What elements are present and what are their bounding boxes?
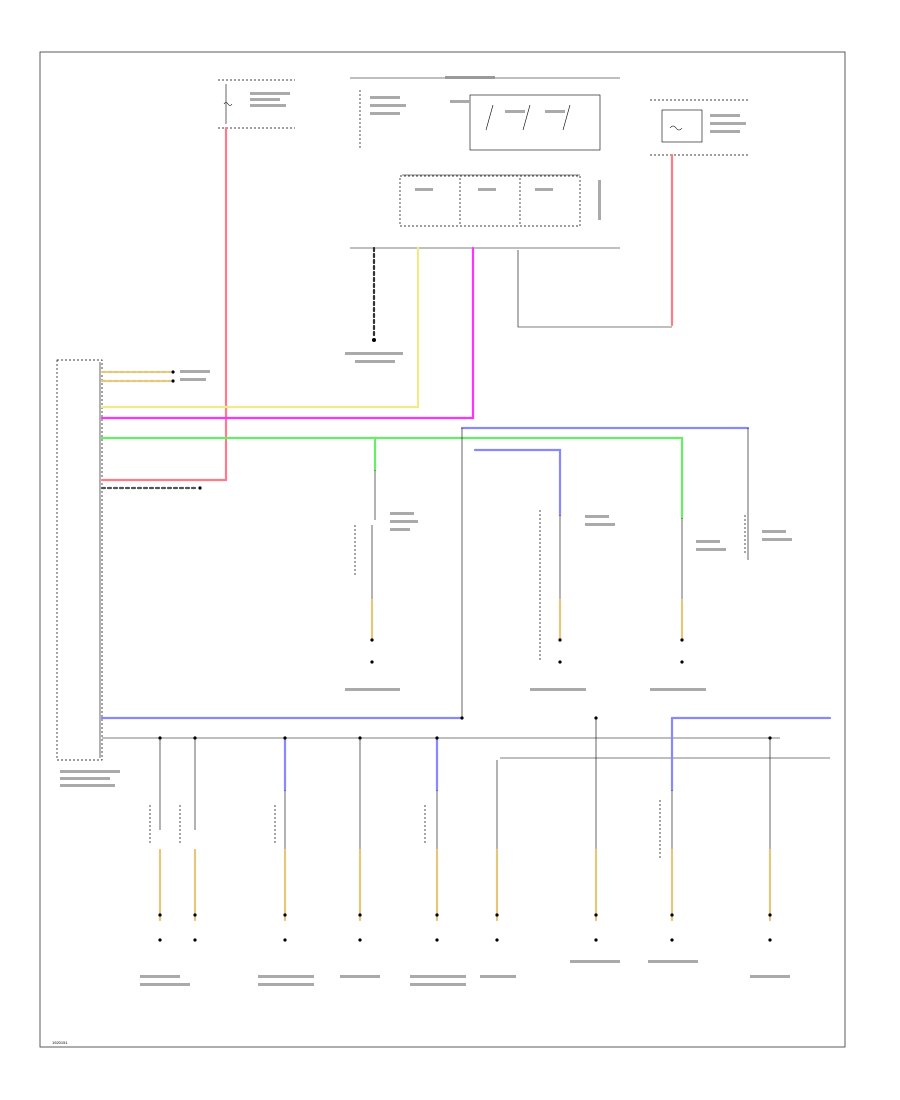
wire-blue-branch xyxy=(473,448,562,517)
wire-yellow xyxy=(100,246,420,409)
diagram-frame xyxy=(39,51,846,1048)
left-control-unit xyxy=(56,359,120,787)
wire-green xyxy=(100,436,684,520)
connector-stubs-top xyxy=(100,370,210,383)
lamp-far-right-upper xyxy=(744,428,792,560)
fuse-block-left xyxy=(218,79,295,129)
lamp-emergency xyxy=(345,470,418,691)
control-module-top xyxy=(350,76,620,249)
lower-columns xyxy=(140,716,790,986)
lamp-right-upper xyxy=(650,518,726,691)
lamp-ground-mid xyxy=(530,510,615,691)
wire-red-left xyxy=(100,126,228,482)
wire-gray-right xyxy=(517,250,672,328)
wire-magenta xyxy=(100,246,475,420)
diagram-code: 1920151 xyxy=(52,1040,68,1045)
fuse-block-right xyxy=(650,99,750,156)
